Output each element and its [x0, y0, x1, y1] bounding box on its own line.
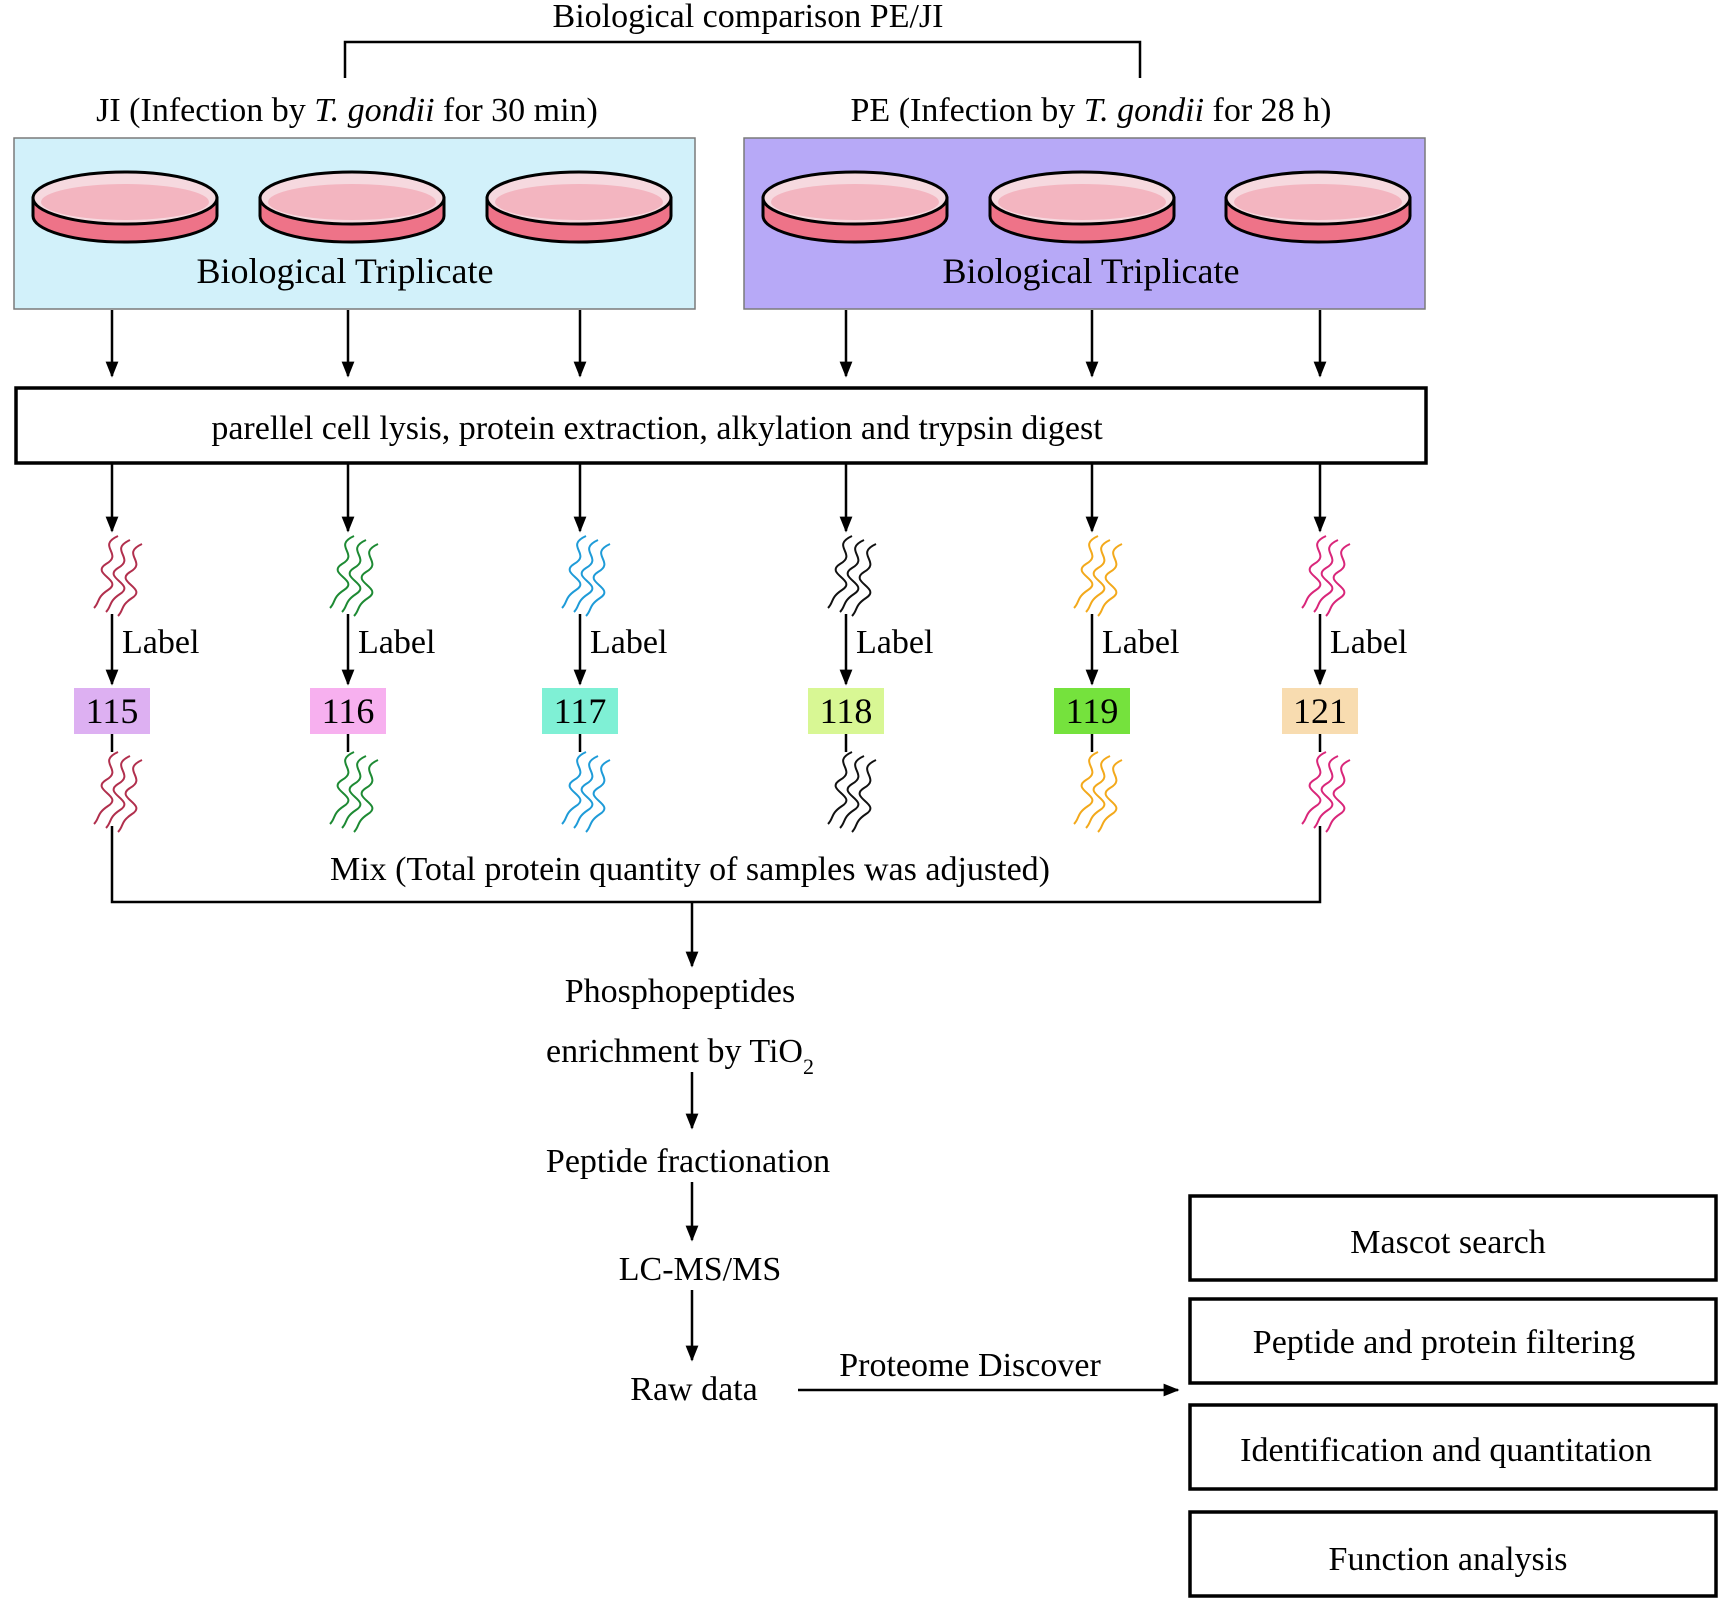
peptide-icon	[1073, 535, 1123, 617]
petri-dish-icon	[258, 170, 446, 244]
sample-column-115: Label 115	[74, 310, 199, 833]
labeled-peptide-icon	[1301, 751, 1351, 833]
peptide-icon	[1301, 535, 1351, 617]
peptide-icon	[93, 535, 143, 617]
peptide-icon	[827, 535, 877, 617]
labeled-peptide-icon	[93, 751, 143, 833]
tmt-tag-label: 118	[820, 691, 873, 731]
petri-dish-icon	[485, 170, 673, 244]
pe-group-label: PE (Infection by T. gondii for 28 h)	[851, 92, 1332, 129]
label-step-text: Label	[856, 624, 933, 661]
label-step-text: Label	[1330, 624, 1407, 661]
sample-columns: Label 115 Label 116 Label 117 Label 118 Label 119…	[74, 310, 1407, 833]
tmt-tag-box	[310, 688, 386, 734]
tmt-tag-box	[542, 688, 618, 734]
label-step-text: Label	[1102, 624, 1179, 661]
analysis-step-mascot: Mascot search	[1350, 1224, 1545, 1261]
analysis-box-filtering	[1188, 1297, 1718, 1385]
labeled-peptide-icon	[827, 751, 877, 833]
enrichment-line1: Phosphopeptides	[565, 973, 795, 1010]
process-label: parellel cell lysis, protein extraction,…	[211, 410, 1103, 447]
tmt-tag-label: 117	[554, 691, 607, 731]
sample-column-117: Label 117	[542, 310, 667, 833]
ji-triplicate-label: Biological Triplicate	[197, 251, 494, 291]
tmt-tag-label: 115	[86, 691, 139, 731]
petri-dish-icon	[1224, 170, 1412, 244]
tmt-tag-box	[1282, 688, 1358, 734]
tmt-tag-box	[808, 688, 884, 734]
software-label: Proteome Discover	[839, 1347, 1101, 1384]
tmt-tag-box	[1054, 688, 1130, 734]
sample-column-121: Label 121	[1282, 310, 1407, 833]
analysis-step-quantitation: Identification and quantitation	[1240, 1432, 1652, 1469]
petri-dishes	[31, 170, 1412, 244]
petri-dish-icon	[988, 170, 1176, 244]
petri-dish-icon	[761, 170, 949, 244]
peptide-icon	[561, 535, 611, 617]
analysis-box-function	[1188, 1510, 1718, 1598]
analysis-box-quantitation	[1188, 1403, 1718, 1491]
ji-group-label: JI (Infection by T. gondii for 30 min)	[96, 92, 598, 129]
petri-dish-icon	[31, 170, 219, 244]
enrichment-line2: enrichment by TiO2	[546, 1033, 814, 1079]
fractionation-label: Peptide fractionation	[546, 1143, 830, 1180]
labeled-peptide-icon	[1073, 751, 1123, 833]
analysis-step-function: Function analysis	[1329, 1541, 1568, 1578]
raw-data-label: Raw data	[630, 1371, 757, 1408]
sample-column-119: Label 119	[1054, 310, 1179, 833]
tmt-tag-label: 116	[322, 691, 375, 731]
comparison-bracket	[343, 40, 1142, 78]
tmt-tag-label: 119	[1066, 691, 1119, 731]
pe-triplicate-label: Biological Triplicate	[943, 251, 1240, 291]
tmt-tag-box	[74, 688, 150, 734]
sample-column-118: Label 118	[808, 310, 933, 833]
mix-bracket	[110, 826, 1322, 904]
process-box	[14, 386, 1428, 465]
label-step-text: Label	[122, 624, 199, 661]
tmt-tag-label: 121	[1293, 691, 1347, 731]
mix-label: Mix (Total protein quantity of samples w…	[330, 851, 1050, 888]
labeled-peptide-icon	[329, 751, 379, 833]
sample-column-116: Label 116	[310, 310, 435, 833]
comparison-title: Biological comparison PE/JI	[553, 0, 944, 35]
label-step-text: Label	[590, 624, 667, 661]
lcms-label: LC-MS/MS	[619, 1251, 782, 1288]
analysis-box-mascot	[1188, 1194, 1718, 1282]
analysis-step-filtering: Peptide and protein filtering	[1253, 1324, 1635, 1361]
labeled-peptide-icon	[561, 751, 611, 833]
label-step-text: Label	[358, 624, 435, 661]
peptide-icon	[329, 535, 379, 617]
